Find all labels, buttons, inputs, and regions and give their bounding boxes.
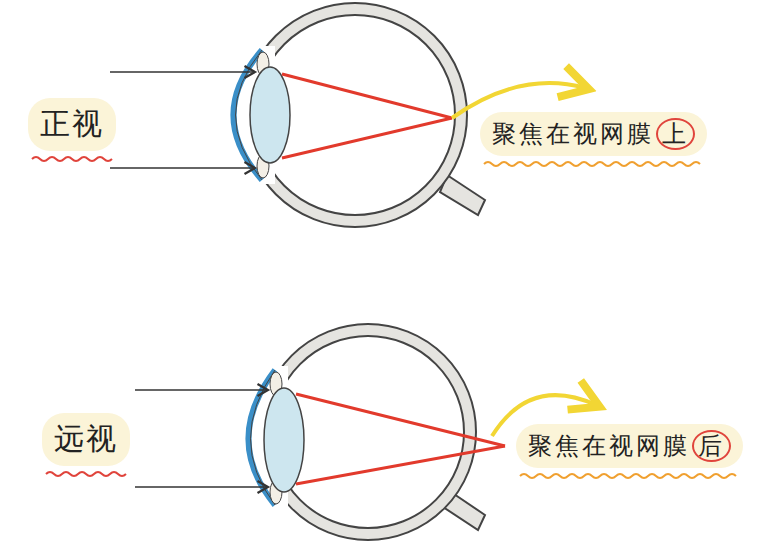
wavy-underline (484, 162, 700, 166)
label-bubble: 远视 (42, 413, 130, 466)
label-text: 正视 (40, 104, 104, 145)
label-bubble: 聚焦在视网膜上 (480, 112, 707, 156)
wavy-underline (46, 472, 126, 476)
wavy-underline (520, 474, 736, 478)
circled-char: 后 (692, 430, 731, 462)
label-text: 聚焦在视网膜 (492, 118, 654, 150)
label-bubble: 聚焦在视网膜后 (516, 424, 743, 468)
label-text: 聚焦在视网膜 (528, 430, 690, 462)
circled-char: 上 (656, 118, 695, 150)
label-bubble: 正视 (28, 98, 116, 151)
label-text: 远视 (54, 419, 118, 460)
wavy-underline (32, 157, 112, 161)
